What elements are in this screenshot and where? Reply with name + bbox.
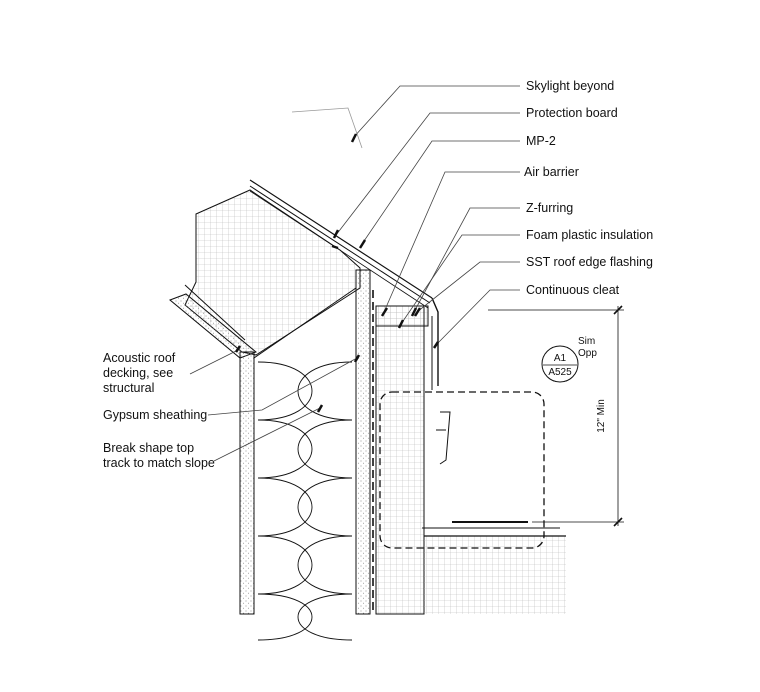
gypsum-sheathing-left xyxy=(239,351,255,615)
detail-tag-note-1: Sim xyxy=(578,336,595,347)
roof-membrane xyxy=(249,179,433,299)
detail-tag-number: A1 xyxy=(554,353,567,364)
gypsum-sheathing-right xyxy=(355,269,371,615)
callout-sst-flashing: SST roof edge flashing xyxy=(526,255,653,269)
callout-skylight: Skylight beyond xyxy=(526,79,614,93)
callout-acoustic-line-3: structural xyxy=(103,381,154,395)
callout-protection-board: Protection board xyxy=(526,106,618,120)
detail-tag-circle xyxy=(541,345,579,383)
callout-gypsum: Gypsum sheathing xyxy=(103,408,207,422)
sst-roof-edge-flashing xyxy=(431,297,439,386)
callout-continuous-cleat: Continuous cleat xyxy=(526,283,620,297)
acoustic-roof-deck xyxy=(169,293,257,359)
callout-air-barrier: Air barrier xyxy=(524,165,579,179)
foam-insulation-wall xyxy=(375,305,425,615)
callout-foam-insulation: Foam plastic insulation xyxy=(526,228,653,242)
skylight-outline xyxy=(291,107,363,149)
callout-break-shape-line-1: Break shape top xyxy=(103,441,194,455)
detail-tag-note-2: Opp xyxy=(578,348,597,359)
protection-board-line xyxy=(249,185,431,304)
callout-acoustic-line-1: Acoustic roof xyxy=(103,351,176,365)
dimension-12-min: 12" Min xyxy=(488,305,624,527)
detail-tag-sheet: A525 xyxy=(548,367,572,378)
enlarged-detail-boundary xyxy=(379,391,545,549)
callout-mp2: MP-2 xyxy=(526,134,556,148)
batt-insulation xyxy=(257,361,353,641)
detail-tag[interactable]: A1 A525 Sim Opp xyxy=(541,336,597,383)
dimension-label: 12" Min xyxy=(596,399,607,433)
callout-z-furring: Z-furring xyxy=(526,201,573,215)
mp2-line xyxy=(249,190,429,309)
callout-acoustic-line-2: decking, see xyxy=(103,366,173,380)
callout-break-shape-line-2: track to match slope xyxy=(103,456,215,470)
foam-insulation-base xyxy=(424,536,566,614)
